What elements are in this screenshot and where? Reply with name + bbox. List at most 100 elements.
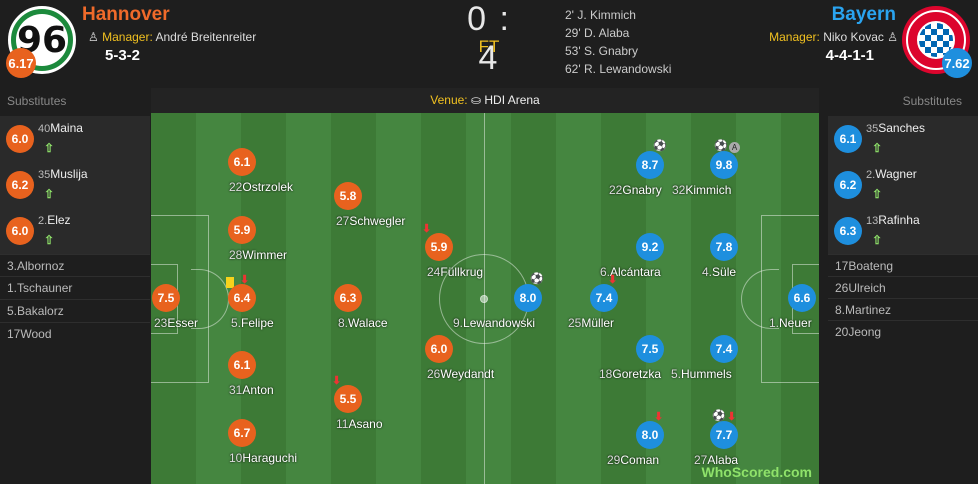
manager-label: Manager: — [102, 30, 153, 44]
away-bench-item[interactable]: 20Jeong — [828, 320, 978, 342]
player-rating: 7.4 — [590, 284, 618, 312]
player-rating: 5.8 — [334, 182, 362, 210]
assist-icon: A — [729, 142, 740, 153]
player-rating: 9.8 — [710, 151, 738, 179]
sub-rating: 6.1 — [834, 125, 862, 153]
manager-icon: ♙ — [88, 30, 99, 44]
goal-list: 2' J. Kimmich 29' D. Alaba 53' S. Gnabry… — [565, 6, 671, 78]
manager-label: Manager: — [769, 30, 820, 44]
home-sub-row[interactable]: 6.2 35Muslija ⇧ — [0, 162, 150, 208]
away-formation: 4-4-1-1 — [825, 47, 874, 64]
sub-rating: 6.2 — [834, 171, 862, 199]
manager-icon: ♙ — [887, 30, 898, 44]
player-name: 28Wimmer — [229, 248, 288, 262]
player-rating: 5.5 — [334, 385, 362, 413]
home-bench-item[interactable]: 3.Albornoz — [0, 254, 150, 276]
sub-on-icon: ⇧ — [44, 233, 55, 247]
player-name: 9.Lewandowski — [453, 316, 536, 330]
player-rating: 6.6 — [788, 284, 816, 312]
match-status: FT — [478, 37, 500, 56]
player-name: 24Füllkrug — [427, 265, 484, 279]
player-name: 11Asano — [336, 417, 383, 431]
venue-bar: Venue: ⛀ HDI Arena — [151, 88, 819, 113]
player-name: 4.Süle — [702, 265, 737, 279]
sub-rating: 6.2 — [6, 171, 34, 199]
player-rating: 7.5 — [636, 335, 664, 363]
away-substitutes-title: Substitutes — [902, 94, 962, 108]
player-rating: 7.7 — [710, 421, 738, 449]
sub-off-icon: ⬇ — [608, 274, 618, 286]
sub-on-icon: ⇧ — [872, 187, 883, 201]
home-sub-row[interactable]: 6.0 2.Elez ⇧ — [0, 208, 150, 254]
away-bench-item[interactable]: 8.Martinez — [828, 298, 978, 320]
player-rating: 7.4 — [710, 335, 738, 363]
player-rating: 6.0 — [425, 335, 453, 363]
player-rating: 9.2 — [636, 233, 664, 261]
player-rating: 8.0 — [514, 284, 542, 312]
sub-name: 40Maina — [38, 121, 83, 135]
player-rating: 7.5 — [152, 284, 180, 312]
goal-item: 62' R. Lewandowski — [565, 62, 672, 76]
player-name: 32Kimmich — [672, 183, 732, 197]
away-sub-row[interactable]: 6.3 13Rafinha ⇧ — [828, 208, 978, 254]
sub-off-icon: ⬇ — [240, 274, 250, 286]
player-name: 10Haraguchi — [229, 451, 298, 465]
player-name: 25Müller — [568, 316, 615, 330]
stadium-icon: ⛀ — [470, 93, 482, 107]
sub-off-icon: ⬇ — [422, 223, 432, 235]
player-name: 18Goretzka — [599, 367, 662, 381]
player-rating: 8.0 — [636, 421, 664, 449]
goal-ball-icon: ⚽ — [653, 140, 667, 152]
bayern-logo — [902, 6, 970, 74]
sub-off-icon: ⬇ — [727, 411, 737, 423]
sub-rating: 6.0 — [6, 125, 34, 153]
pitch — [151, 113, 819, 484]
goal-item: 2' J. Kimmich — [565, 8, 636, 22]
away-team-name[interactable]: Bayern — [831, 4, 896, 25]
player-name: 29Coman — [607, 453, 660, 467]
home-team-name[interactable]: Hannover — [82, 4, 170, 25]
match-score: 0 : 4 — [467, 0, 511, 77]
player-name: 22Ostrzolek — [229, 180, 294, 194]
player-rating: 5.9 — [228, 216, 256, 244]
home-manager-name: André Breitenreiter — [155, 30, 257, 44]
player-name: 23Esser — [154, 316, 199, 330]
home-sub-row[interactable]: 6.0 40Maina ⇧ — [0, 116, 150, 162]
player-name: 1.Neuer — [769, 316, 812, 330]
away-manager: Manager: Niko Kovac ♙ — [769, 30, 898, 44]
home-formation: 5-3-2 — [105, 47, 141, 64]
home-team-rating: 6.17 — [6, 48, 36, 78]
player-rating: 6.7 — [228, 419, 256, 447]
away-sub-row[interactable]: 6.2 2.Wagner ⇧ — [828, 162, 978, 208]
player-name: 27Alaba — [694, 453, 739, 467]
home-bench-item[interactable]: 17Wood — [0, 322, 150, 344]
venue-name: HDI Arena — [484, 93, 540, 107]
sub-on-icon: ⇧ — [44, 187, 55, 201]
venue-label: Venue: — [430, 93, 468, 107]
away-team-rating: 7.62 — [942, 48, 972, 78]
home-manager: ♙ Manager: André Breitenreiter — [88, 30, 256, 44]
away-sub-row[interactable]: 6.1 35Sanches ⇧ — [828, 116, 978, 162]
player-name: 22Gnabry — [609, 183, 662, 197]
home-substitutes-title: Substitutes — [7, 94, 67, 108]
center-spot — [480, 295, 488, 303]
sub-off-icon: ⬇ — [654, 411, 664, 423]
home-bench-item[interactable]: 1.Tschauner — [0, 276, 150, 298]
player-name: 6.Alcántara — [600, 265, 661, 279]
sub-rating: 6.0 — [6, 217, 34, 245]
yellow-card-icon — [226, 277, 234, 288]
goal-ball-icon: ⚽ — [714, 140, 728, 152]
sub-on-icon: ⇧ — [44, 141, 55, 155]
goal-item: 53' S. Gnabry — [565, 44, 639, 58]
player-name: 26Weydandt — [427, 367, 495, 381]
away-bench: 17Boateng 26Ulreich 8.Martinez 20Jeong — [828, 254, 978, 342]
sub-name: 35Sanches — [866, 121, 925, 135]
player-rating: 6.1 — [228, 351, 256, 379]
away-bench-item[interactable]: 26Ulreich — [828, 276, 978, 298]
home-bench-item[interactable]: 5.Bakalorz — [0, 299, 150, 321]
player-rating: 7.8 — [710, 233, 738, 261]
player-rating: 5.9 — [425, 233, 453, 261]
player-name: 5.Hummels — [671, 367, 732, 381]
away-bench-item[interactable]: 17Boateng — [828, 254, 978, 276]
sub-off-icon: ⬇ — [332, 375, 342, 387]
